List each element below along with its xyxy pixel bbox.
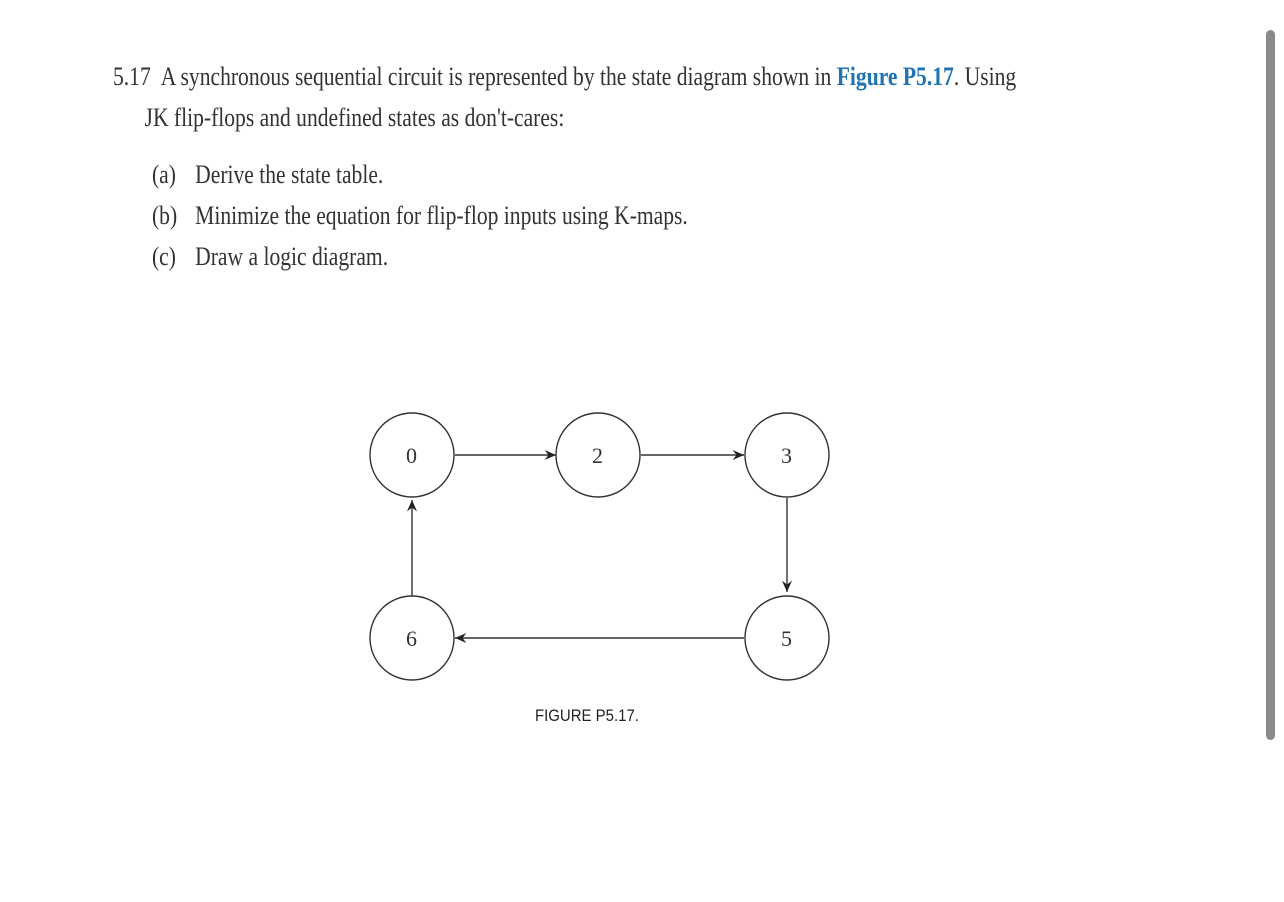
part-c: (c) Draw a logic diagram.	[152, 236, 688, 277]
part-text: Draw a logic diagram.	[195, 242, 389, 271]
part-text: Minimize the equation for flip-flop inpu…	[195, 201, 688, 230]
figure-link[interactable]: Figure P5.17	[836, 62, 954, 91]
state-label-5: 5	[781, 626, 792, 651]
parts-list: (a) Derive the state table. (b) Minimize t…	[152, 154, 688, 277]
problem-line-2: JK flip-flops and undefined states as do…	[144, 103, 565, 132]
part-text: Derive the state table.	[195, 160, 384, 189]
state-diagram: 0 2 3 5 6	[369, 412, 830, 681]
part-b: (b) Minimize the equation for flip-flop i…	[152, 195, 688, 236]
state-node-2: 2	[555, 412, 641, 498]
part-a: (a) Derive the state table.	[152, 154, 688, 195]
state-label-3: 3	[781, 443, 792, 468]
problem-text-1-end: . Using	[953, 62, 1017, 91]
state-node-3: 3	[744, 412, 830, 498]
state-label-6: 6	[406, 626, 417, 651]
figure-caption: FIGURE P5.17.	[535, 706, 639, 725]
part-label: (b)	[152, 201, 178, 230]
part-label: (c)	[152, 242, 176, 271]
state-label-0: 0	[406, 443, 417, 468]
scrollbar[interactable]	[1266, 30, 1275, 740]
problem-number: 5.17	[113, 62, 151, 91]
problem-line-1: 5.17 A synchronous sequential circuit is …	[113, 56, 1016, 97]
state-node-5: 5	[744, 595, 830, 681]
state-label-2: 2	[592, 443, 603, 468]
problem-text-1: A synchronous sequential circuit is repr…	[160, 62, 837, 91]
state-node-0: 0	[369, 412, 455, 498]
state-node-6: 6	[369, 595, 455, 681]
part-label: (a)	[152, 160, 176, 189]
problem-statement: 5.17 A synchronous sequential circuit is …	[113, 56, 1016, 138]
